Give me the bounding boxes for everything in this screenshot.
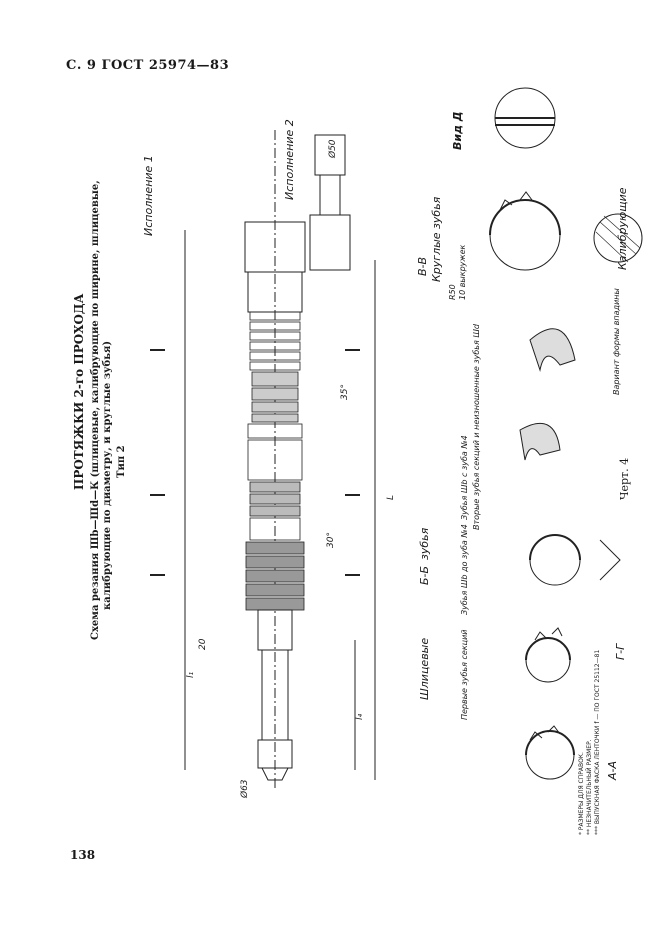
tooth-profile: [519, 422, 561, 461]
exec2-shank: [309, 214, 351, 271]
page-number: 138: [70, 848, 96, 862]
exec2-end: [314, 134, 346, 176]
page-header: С. 9 ГОСТ 25974—83: [66, 58, 230, 73]
teeth-rows: [245, 311, 305, 611]
variant-groove-shape: [529, 328, 576, 372]
calibrating-circle: [593, 213, 643, 263]
exec2-neck: [319, 174, 341, 216]
section-vv-arc: [489, 199, 561, 236]
front-tip: [261, 767, 289, 781]
